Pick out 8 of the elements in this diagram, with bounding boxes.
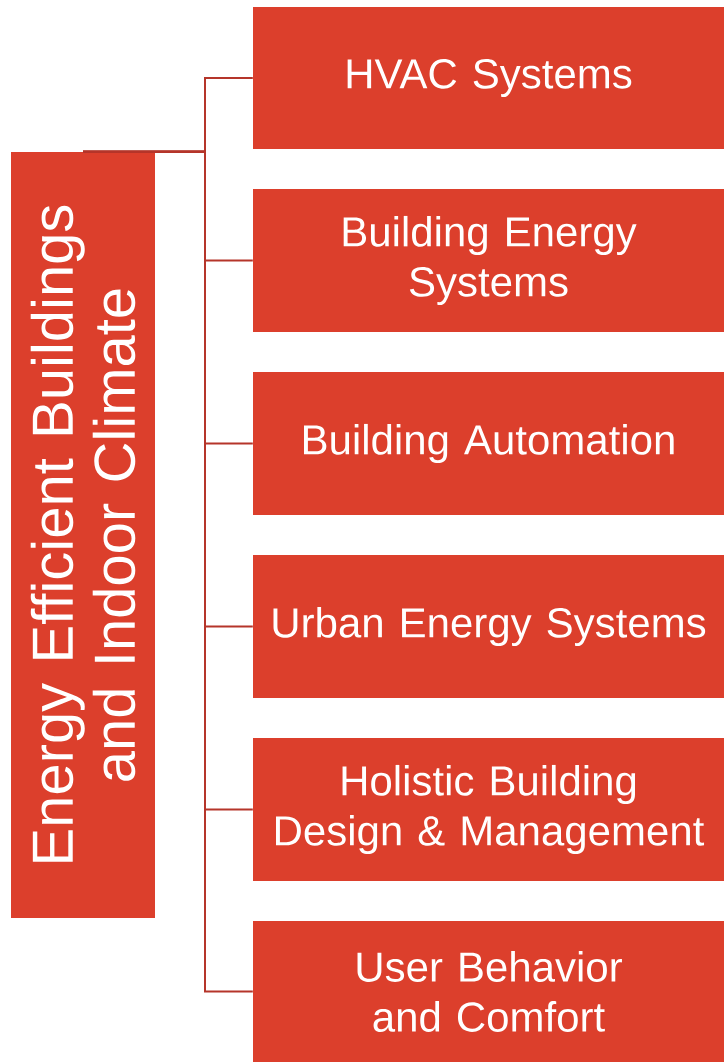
- subtopic-box: Holistic Building Design & Management: [253, 738, 724, 881]
- subtopic-box: User Behavior and Comfort: [253, 921, 724, 1062]
- subtopic-box: Urban Energy Systems: [253, 555, 724, 698]
- subtopic-box: Building Automation: [253, 372, 724, 515]
- connector-line: [82, 150, 254, 993]
- subtopic-box: HVAC Systems: [253, 7, 724, 149]
- subtopic-box: Building Energy Systems: [253, 189, 724, 332]
- topic-box: Energy Efficient Buildings and Indoor Climate: [11, 152, 155, 918]
